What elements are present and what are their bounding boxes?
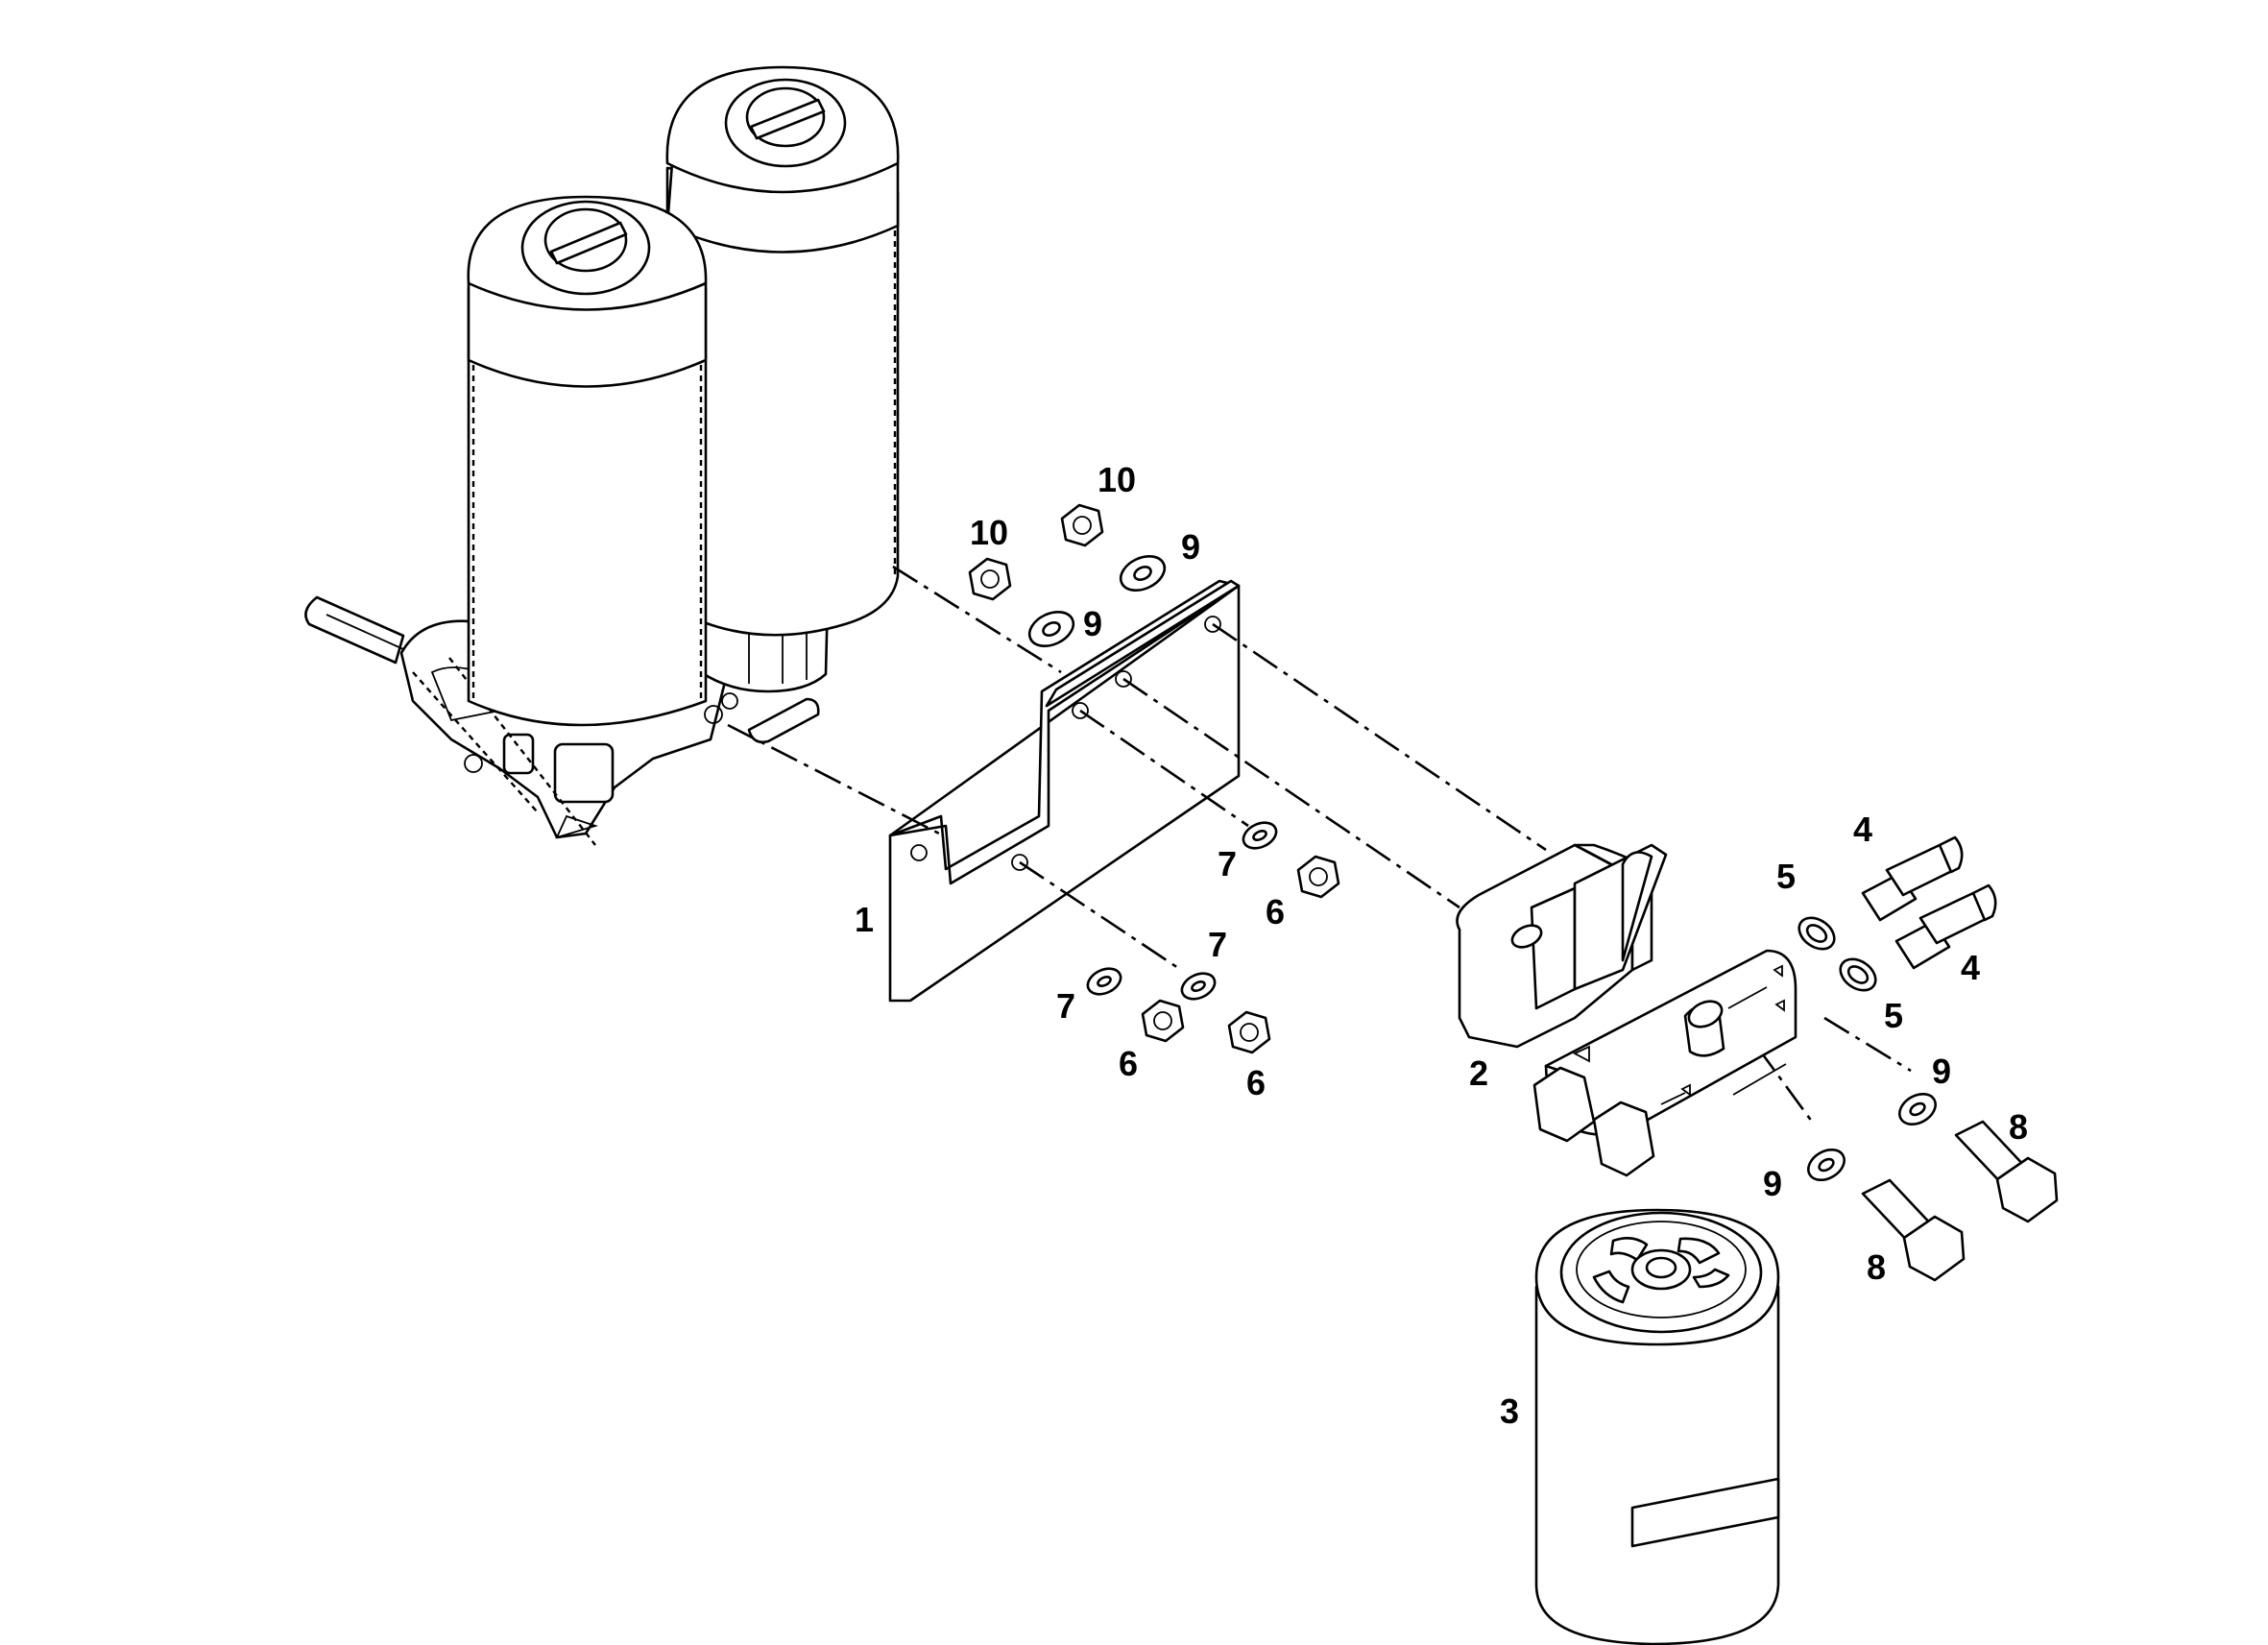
hex-nut-10 [968,557,1012,601]
washer-7 [1242,821,1278,850]
callout-hex-nut: 6 [1266,892,1285,931]
callout-filter-head: 2 [1469,1053,1488,1093]
callout-seal-ring: 5 [1776,857,1796,896]
fuel-line-pipe [304,595,405,665]
callout-hex-nut: 10 [970,513,1008,552]
callout-bracket: 1 [855,900,874,939]
washer-9 [1027,611,1075,647]
filter-canister-rear [665,65,900,693]
hex-nut-6 [1227,1010,1271,1054]
hex-nut-6 [1296,855,1340,899]
washer-9 [1807,1148,1846,1182]
callout-fitting: 4 [1961,948,1980,987]
callout-washer: 7 [1218,844,1237,883]
washer-9 [1119,555,1167,592]
callout-fitting: 4 [1853,810,1872,849]
callout-washer: 9 [1763,1164,1782,1203]
washer-7 [1086,967,1122,996]
bolt-8 [1954,1120,2059,1223]
washer-7 [1180,972,1217,1001]
filter-head-block [1456,843,1798,1177]
callout-hex-nut: 6 [1246,1063,1266,1102]
part-callouts: 1 2 3 4 4 5 5 6 6 6 7 7 7 8 8 9 9 9 9 10… [855,460,2028,1431]
bleed-screw [502,733,535,775]
callout-washer: 7 [1208,925,1227,964]
mounting-bracket [888,579,1241,1003]
head-boss [553,742,615,804]
bolt-8 [1861,1178,1966,1282]
callout-spin-on-filter: 3 [1500,1391,1519,1431]
callout-washer: 9 [1932,1052,1951,1091]
hardware [968,503,2059,1282]
washer-9 [1898,1092,1937,1126]
hex-nut-6 [1141,999,1185,1043]
callout-washer: 9 [1181,527,1200,567]
callout-washer: 7 [1056,986,1075,1026]
fitting-4 [1861,835,1964,922]
fuel-filter-assembly [304,65,900,846]
hex-nut-10 [1060,503,1104,547]
filter-canister-front [467,195,708,727]
callout-hex-nut: 10 [1098,460,1136,499]
callout-seal-ring: 5 [1884,996,1903,1035]
spin-on-filter [1534,1208,1780,1645]
fuel-fitting-stub [747,697,820,744]
callout-bolt: 8 [2009,1107,2028,1147]
assembly-centerlines [727,565,1912,1126]
callout-washer: 9 [1083,604,1102,643]
fitting-4 [1894,883,1997,970]
callout-bolt: 8 [1867,1247,1886,1287]
callout-hex-nut: 6 [1119,1044,1138,1083]
seal-ring-5 [1798,916,1836,951]
hex-plug [1592,1101,1655,1177]
seal-ring-5 [1839,957,1877,992]
